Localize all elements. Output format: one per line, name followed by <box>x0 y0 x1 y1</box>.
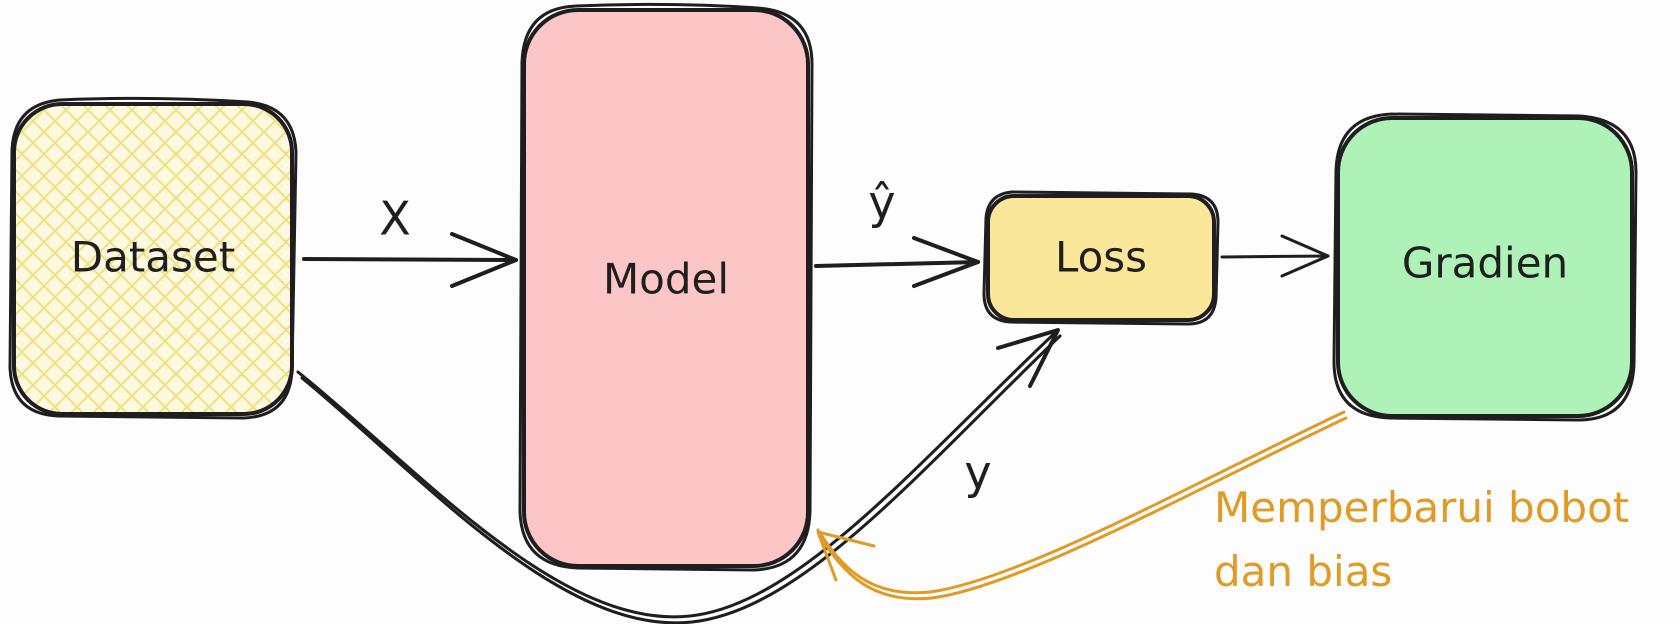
edge-dataset-to-loss-line-sketch <box>300 334 1062 624</box>
dataset-label: Dataset <box>71 233 235 282</box>
edge-dataset-to-model: X <box>302 192 518 288</box>
edge-gradien-to-model: Memperbarui bobot dan bias <box>816 410 1629 601</box>
update-note-line-2: dan bias <box>1214 547 1392 596</box>
gradien-node-box <box>1338 118 1632 416</box>
gradien-node[interactable]: Gradien <box>1332 112 1638 422</box>
edge-gradien-to-model-line-sketch <box>818 416 1348 601</box>
edge-dataset-to-model-line <box>302 257 518 262</box>
edge-dataset-to-model-arrowhead <box>450 232 518 288</box>
loss-node[interactable]: Loss <box>982 190 1220 326</box>
dataset-node-outline <box>12 102 294 416</box>
edge-y-label: y <box>964 446 991 500</box>
edge-dataset-to-loss-line <box>296 328 1060 619</box>
loss-node-outline-sketch <box>982 190 1220 326</box>
edge-x-label: X <box>379 192 411 246</box>
dataset-node[interactable]: Dataset <box>8 96 298 420</box>
loss-label: Loss <box>1055 233 1147 282</box>
gradien-node-outline-sketch <box>1332 112 1638 422</box>
edge-gradien-to-model-line <box>816 410 1346 595</box>
edge-model-to-loss-arrowhead <box>912 236 980 288</box>
edge-loss-to-gradien <box>1220 234 1330 278</box>
loss-node-box <box>988 196 1214 320</box>
model-node-outline-sketch <box>518 2 814 572</box>
edge-loss-to-gradien-arrowhead <box>1280 234 1330 278</box>
model-node-box <box>524 10 808 566</box>
edge-model-to-loss: ŷ <box>814 176 980 288</box>
edge-dataset-to-loss-arrowhead <box>996 328 1060 388</box>
edge-gradien-to-model-arrowhead <box>816 530 876 582</box>
update-note-line-1: Memperbarui bobot <box>1214 483 1629 532</box>
model-node[interactable]: Model <box>518 2 814 572</box>
dataset-node-hatch <box>14 104 292 414</box>
loss-node-outline <box>986 194 1216 322</box>
dataset-node-outline-sketch <box>8 96 298 420</box>
model-label: Model <box>603 255 729 304</box>
gradien-node-outline <box>1336 116 1634 418</box>
model-node-outline <box>522 8 810 568</box>
edge-loss-to-gradien-line <box>1220 254 1330 259</box>
edge-model-to-loss-line <box>814 260 980 268</box>
gradien-label: Gradien <box>1402 239 1568 288</box>
edge-dataset-to-loss: y <box>296 328 1062 624</box>
edge-yhat-label: ŷ <box>868 176 895 230</box>
